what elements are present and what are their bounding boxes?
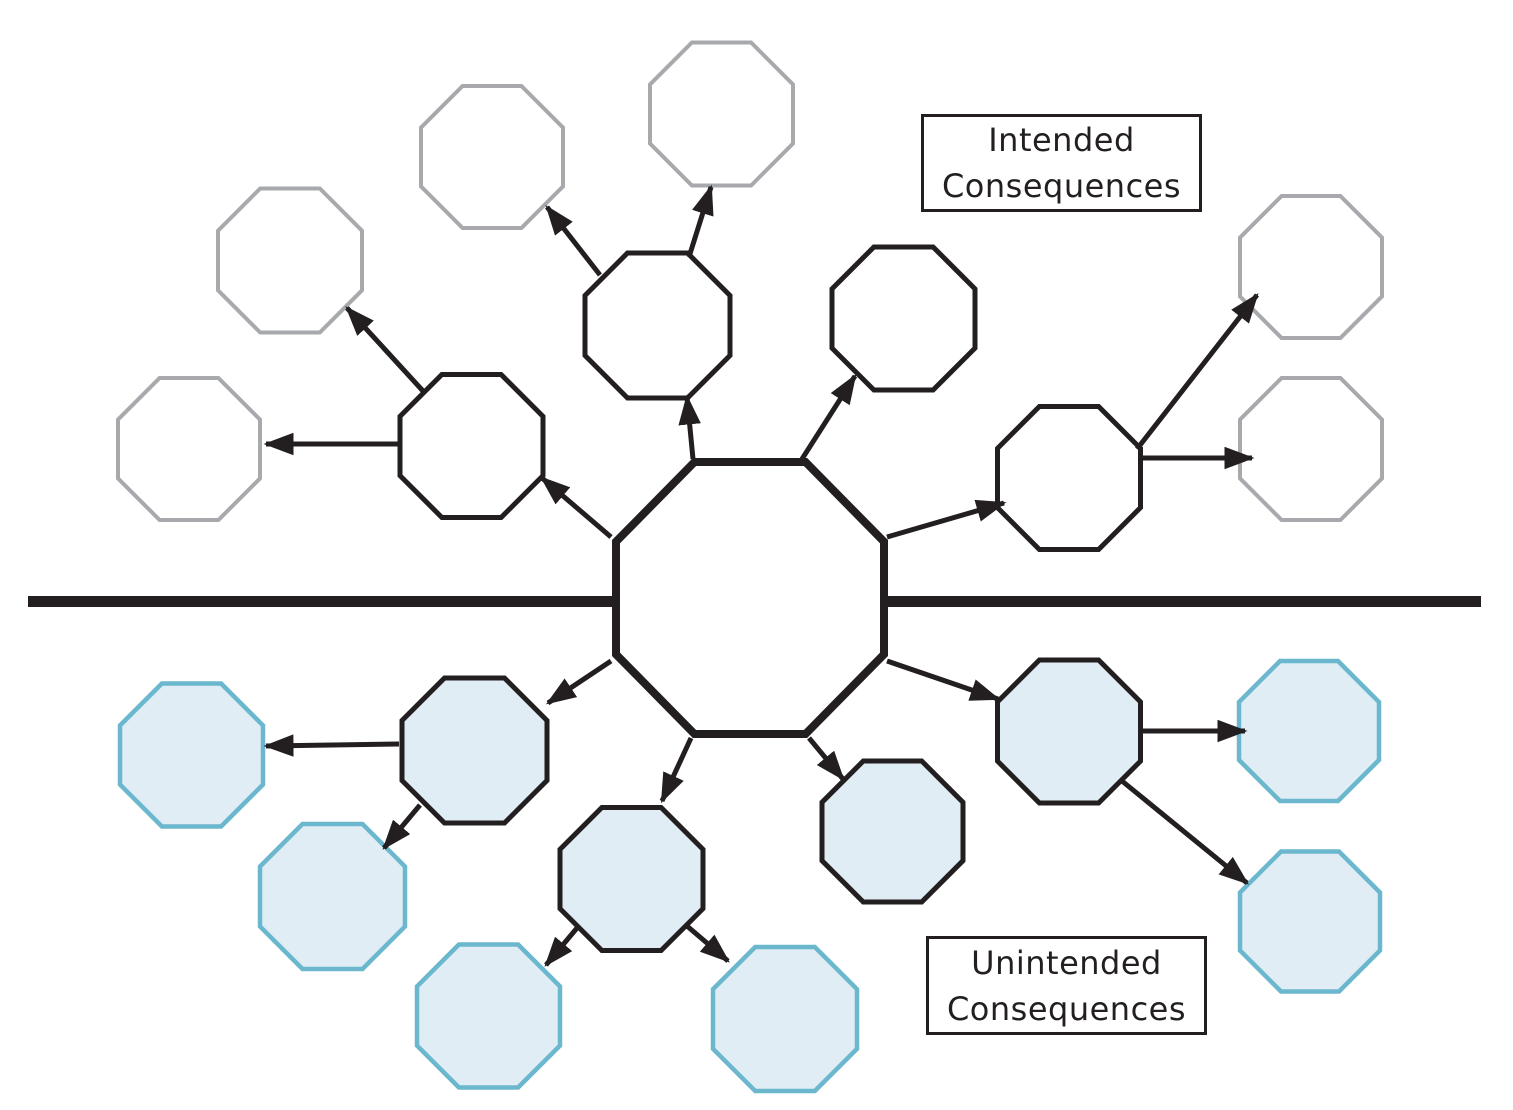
octagon-node-unintended-leaf-far-left (117, 681, 266, 829)
octagon-node-unintended-leaf-bottom-right (819, 758, 966, 905)
octagon-nodes-layer (116, 40, 1384, 1094)
arrow-intended-hub-right-to-intended-leaf-far-right-upper (1135, 293, 1259, 451)
central-action-octagon (612, 458, 888, 738)
arrow-central-to-unintended-leaf-bottom-right (807, 736, 845, 781)
octagon-node-intended-leaf-top (648, 40, 795, 188)
octagon-node-unintended-leaf-far-right-lower (1237, 849, 1383, 994)
octagon-node-intended-leaf-far-right-upper (1238, 194, 1384, 340)
octagon-node-unintended-hub-right (995, 657, 1143, 806)
arrow-central-to-unintended-hub-right (886, 658, 1001, 702)
octagon-node-intended-leaf-upper-far-left (216, 186, 364, 335)
arrow-central-to-intended-leaf-upper-right (799, 373, 858, 461)
arrow-unintended-hub-right-to-unintended-leaf-far-right-lower (1120, 779, 1249, 885)
octagon-node-intended-leaf-upper-right (829, 244, 978, 393)
octagon-node-intended-hub-right (995, 404, 1143, 552)
octagon-node-unintended-leaf-far-right-upper (1236, 658, 1382, 804)
octagon-node-unintended-hub-left (399, 675, 550, 826)
arrow-unintended-hub-bottom-to-unintended-leaf-bottom-center (685, 924, 730, 963)
arrow-unintended-hub-bottom-to-unintended-leaf-bottom-left (544, 926, 579, 967)
arrow-unintended-hub-left-to-unintended-leaf-lower-left (382, 803, 422, 850)
arrow-central-to-unintended-hub-left (545, 658, 613, 706)
arrow-central-to-intended-hub-right (886, 499, 1007, 540)
unintended-consequences-label: Unintended Consequences (926, 936, 1207, 1035)
unintended-label-line1: Unintended (971, 943, 1162, 982)
arrow-intended-hub-left-to-intended-leaf-upper-far-left (345, 306, 425, 393)
intended-label-line2: Consequences (941, 167, 1182, 205)
arrow-central-to-unintended-hub-bottom (659, 736, 694, 804)
arrow-intended-hub-upper-left-to-intended-leaf-top (686, 184, 714, 258)
arrows-layer (263, 184, 1259, 967)
arrow-central-to-intended-hub-left (540, 476, 613, 539)
octagon-node-intended-hub-upper-left (582, 250, 733, 401)
octagon-node-intended-leaf-far-right (1238, 376, 1384, 522)
octagon-node-intended-hub-left (397, 372, 546, 520)
arrow-unintended-hub-left-to-unintended-leaf-far-left (263, 734, 400, 757)
octagon-node-intended-leaf-far-left (116, 376, 262, 522)
octagon-node-unintended-hub-bottom (557, 805, 706, 953)
octagon-node-intended-leaf-top-left (419, 84, 565, 230)
arrow-intended-hub-upper-left-to-intended-leaf-top-left (545, 205, 602, 277)
intended-label-line1: Intended (988, 121, 1135, 159)
intended-consequences-label: Intended Consequences (921, 114, 1202, 212)
octagon-node-unintended-leaf-bottom-left (414, 942, 563, 1090)
octagon-node-unintended-leaf-lower-left (257, 821, 408, 972)
octagon-node-unintended-leaf-bottom-center (710, 944, 860, 1094)
central-node-layer (612, 458, 888, 738)
arrow-central-to-intended-hub-upper-left (678, 394, 701, 460)
unintended-label-line2: Consequences (946, 989, 1187, 1028)
